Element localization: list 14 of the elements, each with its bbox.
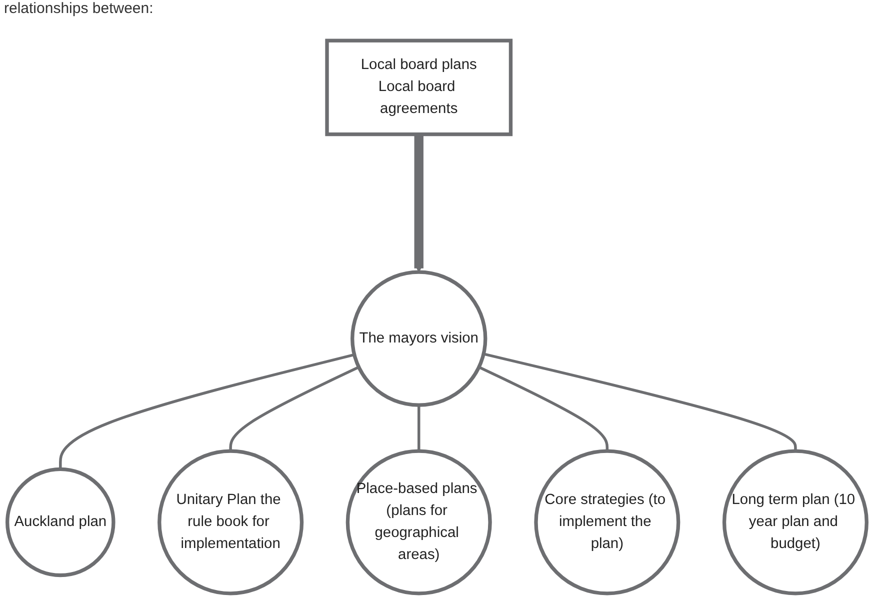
connector xyxy=(229,366,360,452)
connector xyxy=(417,405,420,452)
node-circle: Long term plan (10 year plan and budget) xyxy=(722,449,868,596)
connector xyxy=(59,353,355,470)
node-circle: Unitary Plan the rule book for implementation xyxy=(158,449,304,596)
node-circle: Core strategies (to implement the plan) xyxy=(534,449,680,596)
node-box: Local board plans Local board agreements xyxy=(325,38,513,136)
node-circle: Place-based plans (plans for geographical areas) xyxy=(346,449,492,596)
node-circle: The mayors vision xyxy=(350,270,488,407)
connector xyxy=(478,366,609,452)
node-circle: Auckland plan xyxy=(6,467,116,578)
connector xyxy=(483,352,797,452)
arrow xyxy=(414,134,424,272)
note-text: relationships between: xyxy=(4,0,154,17)
